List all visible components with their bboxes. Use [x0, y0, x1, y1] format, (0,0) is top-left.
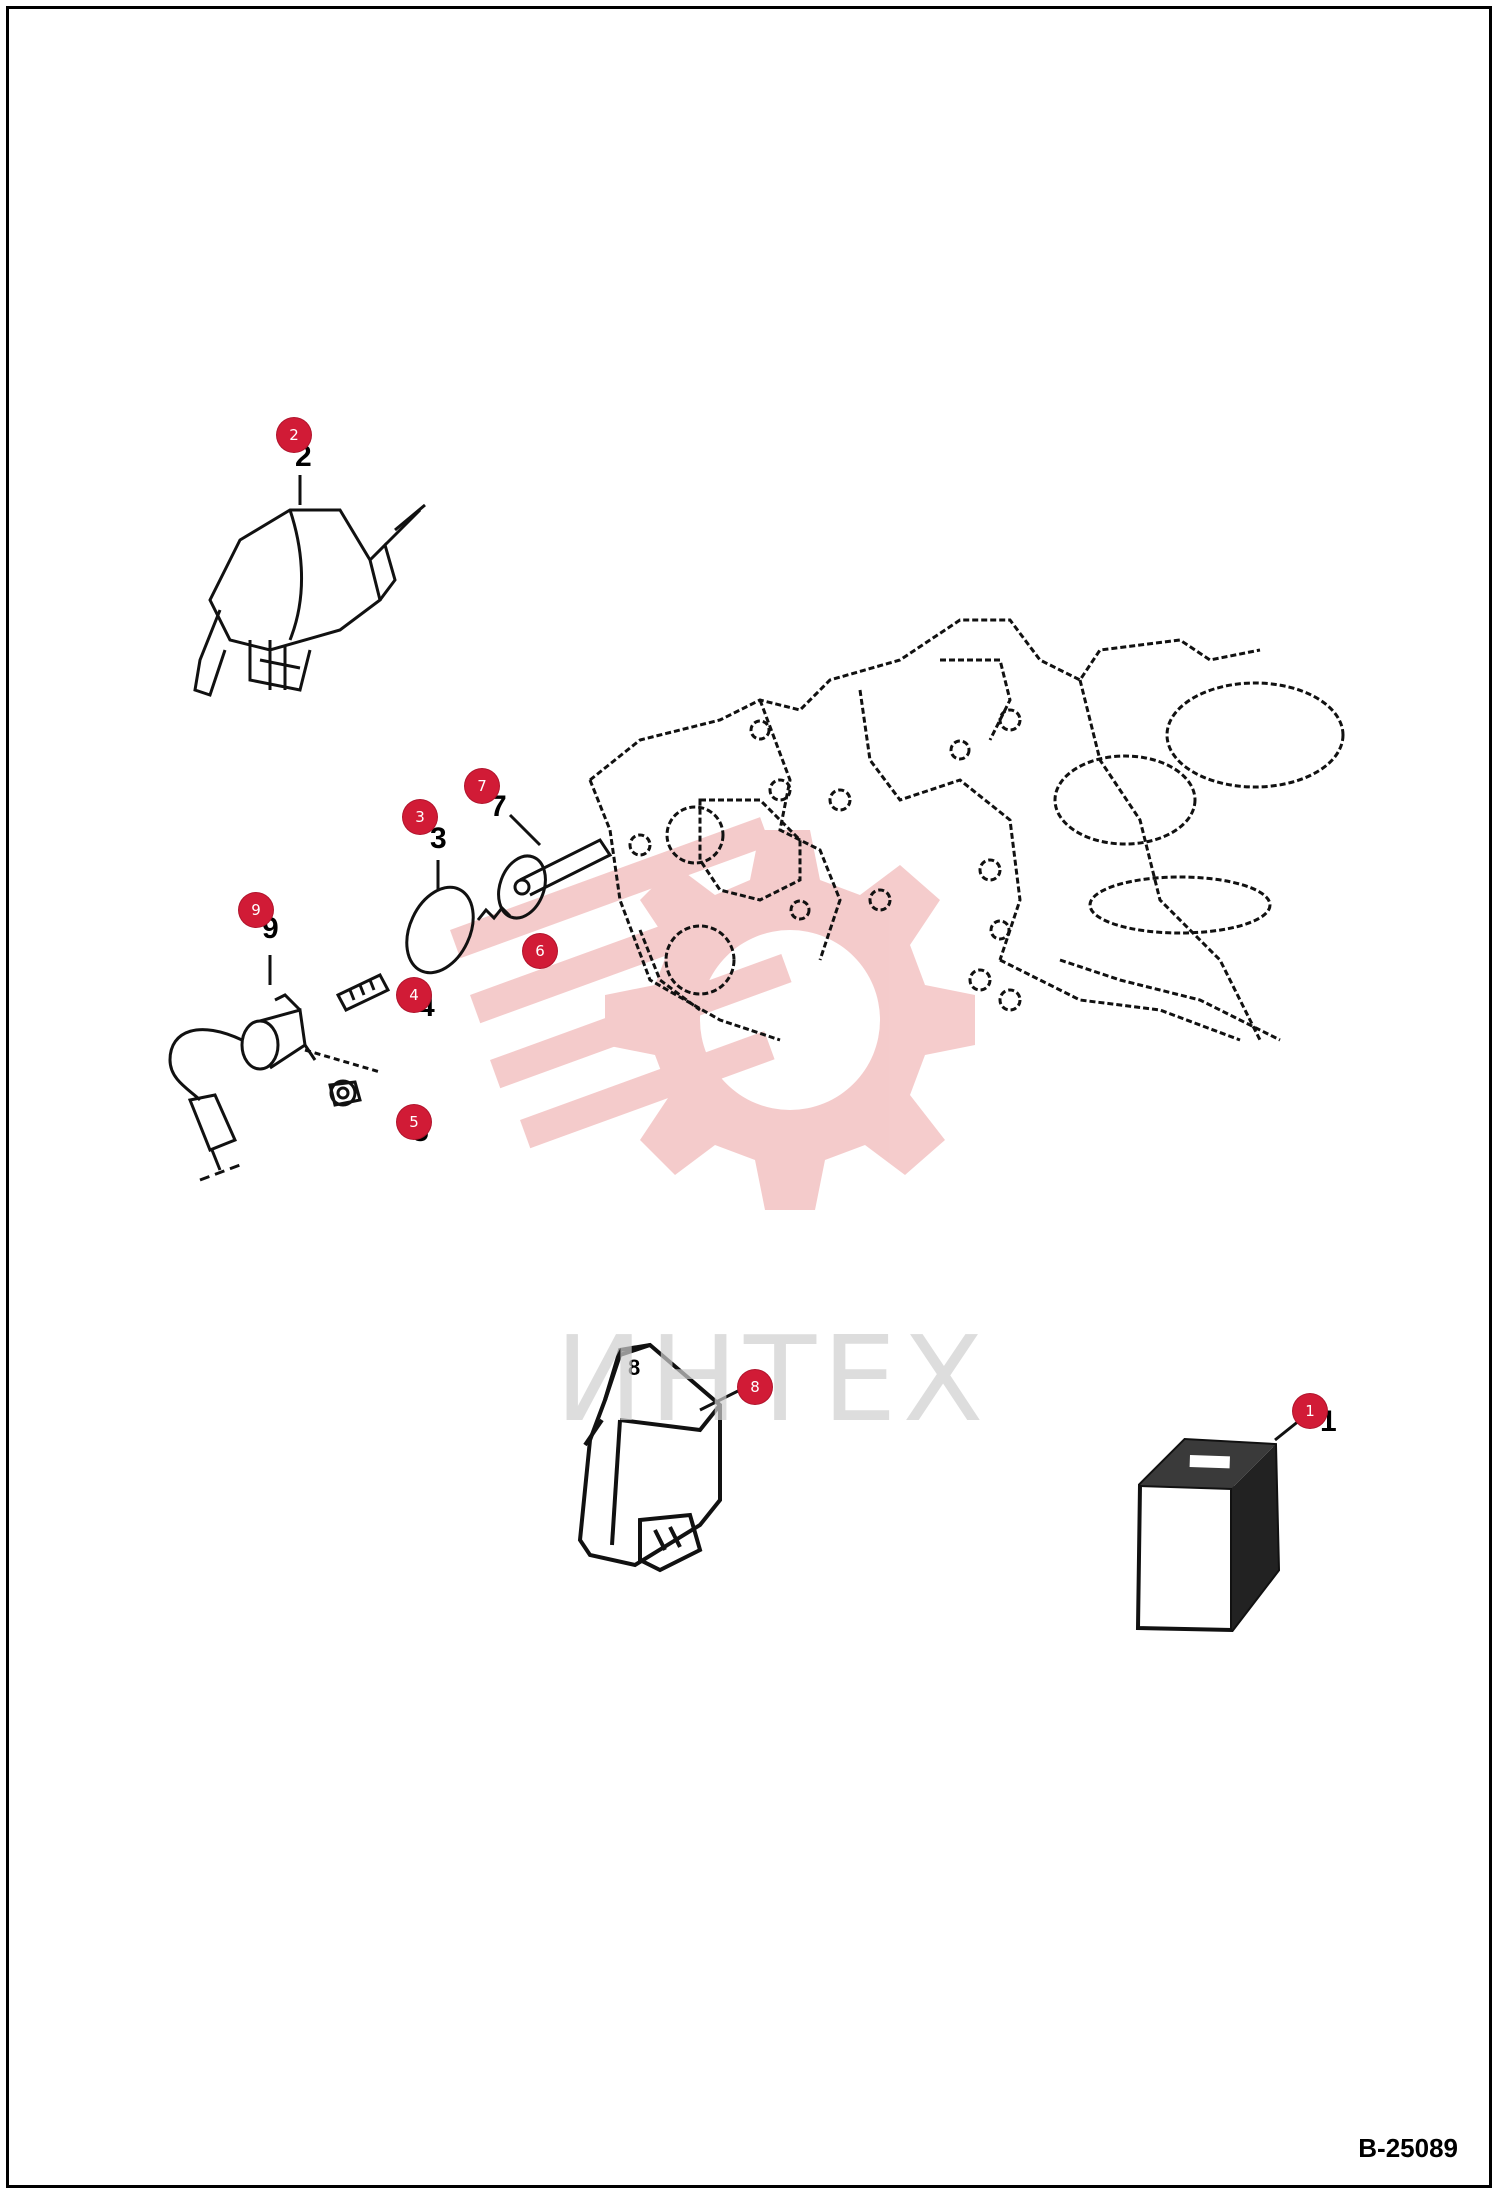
callout-5[interactable]: 5	[397, 1105, 431, 1139]
engine-block-drawing	[588, 618, 1345, 1042]
assembly-line-9	[304, 1048, 381, 1074]
part-9-sensor-drawing	[168, 993, 317, 1171]
part-3-oring-drawing	[405, 885, 475, 975]
callout-2[interactable]: 2	[277, 418, 311, 452]
callout-8[interactable]: 8	[738, 1370, 772, 1404]
part-6-spring-drawing	[476, 905, 512, 921]
part-2-solenoid-drawing	[193, 503, 426, 697]
leader-line-8	[699, 1388, 741, 1412]
callout-9[interactable]: 9	[239, 893, 273, 927]
part-4-pin-drawing	[335, 973, 391, 1012]
callout-6[interactable]: 6	[523, 934, 557, 968]
part-number-8: 8	[628, 1355, 641, 1380]
callout-7[interactable]: 7	[465, 769, 499, 803]
part-8-control-unit-drawing	[577, 1342, 722, 1573]
callout-1[interactable]: 1	[1293, 1394, 1327, 1428]
leader-line-1	[1274, 1418, 1301, 1442]
part-number-7: 7	[490, 790, 507, 823]
diagram-frame	[6, 6, 1492, 2188]
part-number-3: 3	[430, 822, 447, 855]
part-7-shaft-drawing	[497, 838, 613, 920]
callout-3[interactable]: 3	[403, 800, 437, 834]
watermark-text: ИНТЕХ	[555, 1310, 990, 1448]
connector-lead-line	[199, 1163, 241, 1182]
callout-4[interactable]: 4	[397, 978, 431, 1012]
part-5-nut-drawing	[328, 1079, 362, 1107]
part-1-relay-drawing[interactable]	[1135, 1437, 1281, 1633]
diagram-reference-code: B-25089	[1358, 2133, 1458, 2163]
leader-line-7	[508, 813, 542, 847]
